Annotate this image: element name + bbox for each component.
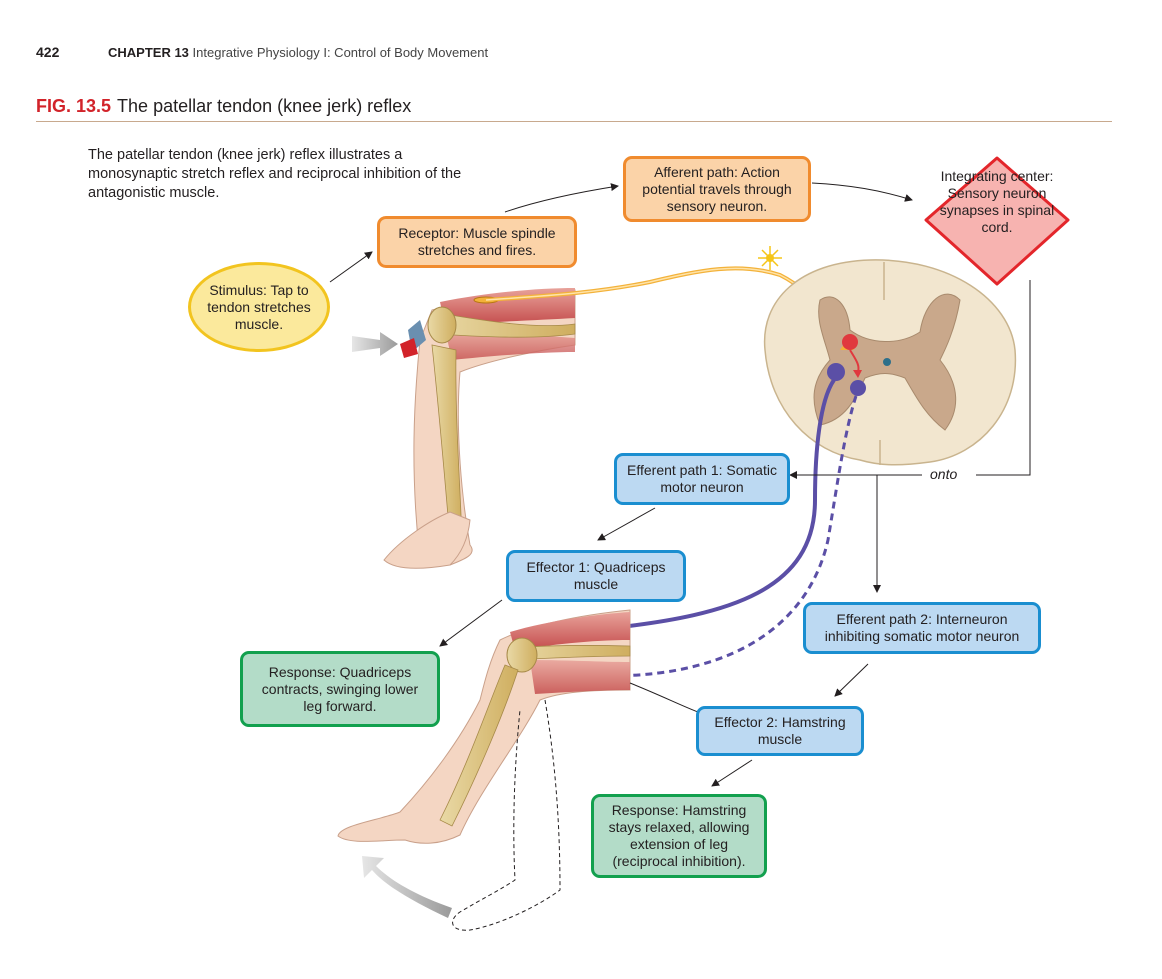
figure-number: FIG. 13.5 [36, 96, 112, 116]
effector1-text: Effector 1: Quadriceps muscle [526, 559, 666, 592]
efferent-path-1-label: Efferent path 1: Somatic motor neuron [614, 453, 790, 505]
spinal-cord-cross-section [763, 259, 1017, 466]
afferent-path-label: Afferent path: Action potential travels … [623, 156, 811, 222]
onto-label: onto [930, 466, 958, 482]
stimulus-text: Stimulus: Tap to tendon stretches muscle… [207, 281, 311, 332]
response1-text: Response: Quadriceps contracts, swinging… [261, 663, 419, 714]
motor-neuron-1-axon [611, 378, 836, 630]
response2-text: Response: Hamstring stays relaxed, allow… [608, 802, 750, 869]
stimulus-label: Stimulus: Tap to tendon stretches muscle… [188, 262, 330, 352]
figure-title: The patellar tendon (knee jerk) reflex [117, 96, 412, 116]
tap-arrow [352, 332, 398, 356]
chapter-title: Integrative Physiology I: Control of Bod… [192, 45, 489, 60]
efferent-path-2-label: Efferent path 2: Interneuron inhibiting … [803, 602, 1041, 654]
integrating-text: Integrating center: Sensory neuron synap… [939, 168, 1055, 235]
upper-leg-illustration [383, 288, 576, 569]
header-divider [36, 121, 1112, 122]
chapter-label: CHAPTER 13 [108, 45, 189, 60]
response-1-label: Response: Quadriceps contracts, swinging… [240, 651, 440, 727]
figure-intro-text: The patellar tendon (knee jerk) reflex i… [88, 147, 462, 201]
page-number: 422 [36, 44, 60, 60]
motor-neuron-1-icon [827, 363, 845, 381]
effector2-text: Effector 2: Hamstring muscle [714, 714, 846, 747]
afferent-text: Afferent path: Action potential travels … [642, 163, 792, 214]
swing-arrow [362, 856, 452, 918]
effector-1-label: Effector 1: Quadriceps muscle [506, 550, 686, 602]
interneuron-icon [842, 334, 858, 350]
integrating-center-label: Integrating center: Sensory neuron synap… [936, 168, 1058, 236]
integrating-center-diamond [924, 156, 1070, 286]
lower-leg-illustration [337, 609, 631, 931]
chapter-heading: CHAPTER 13 Integrative Physiology I: Con… [108, 45, 488, 60]
receptor-text: Receptor: Muscle spindle stretches and f… [398, 225, 556, 258]
efferent2-text: Efferent path 2: Interneuron inhibiting … [824, 611, 1020, 644]
effector-2-label: Effector 2: Hamstring muscle [696, 706, 864, 756]
response-2-label: Response: Hamstring stays relaxed, allow… [591, 794, 767, 878]
receptor-label: Receptor: Muscle spindle stretches and f… [377, 216, 577, 268]
motor-neuron-2-icon [850, 380, 866, 396]
action-potential-icon [758, 246, 782, 270]
efferent1-text: Efferent path 1: Somatic motor neuron [627, 462, 777, 495]
flow-arrows [329, 182, 1031, 787]
